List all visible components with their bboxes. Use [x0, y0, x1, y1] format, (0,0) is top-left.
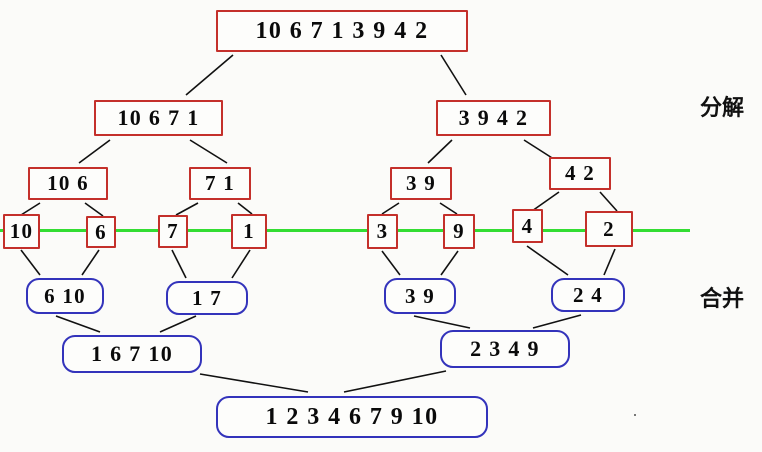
- split-node-s0: 10 6 7 1 3 9 4 2: [216, 10, 468, 52]
- tree-edge: [440, 250, 459, 276]
- split-node-s10: 1: [231, 214, 267, 249]
- tree-edge: [427, 139, 453, 164]
- tree-edge: [78, 139, 111, 164]
- divider-line: [0, 229, 690, 232]
- merge-node-m4: 2 4: [551, 278, 625, 312]
- tree-edge: [599, 191, 618, 212]
- label-merge: 合并: [700, 287, 745, 312]
- tree-edge: [81, 249, 100, 276]
- merge-node-m5: 1 6 7 10: [62, 335, 202, 373]
- merge-node-m2: 1 7: [166, 281, 248, 315]
- split-node-s9: 7: [158, 215, 188, 248]
- split-node-s14: 2: [585, 211, 633, 247]
- tree-edge: [199, 373, 309, 393]
- tree-edge: [439, 202, 458, 215]
- tree-edge: [343, 370, 447, 393]
- tree-edge: [381, 202, 400, 215]
- tree-edge: [381, 250, 401, 276]
- split-node-s3: 10 6: [28, 167, 108, 200]
- merge-node-m1: 6 10: [26, 278, 104, 314]
- tree-edge: [20, 249, 41, 276]
- split-node-s12: 9: [443, 214, 475, 249]
- tree-edge: [189, 139, 228, 164]
- tree-edge: [237, 202, 253, 215]
- tree-edge: [20, 202, 41, 216]
- tree-edge: [440, 54, 467, 96]
- tree-edge: [531, 191, 560, 212]
- split-node-s5: 3 9: [390, 167, 452, 200]
- merge-node-m3: 3 9: [384, 278, 456, 314]
- tree-edge: [526, 245, 569, 276]
- label-decompose: 分解: [700, 96, 745, 121]
- split-node-s7: 10: [3, 214, 40, 249]
- split-node-s4: 7 1: [189, 167, 251, 200]
- merge-node-m7: 1 2 3 4 6 7 9 10: [216, 396, 488, 438]
- tree-edge: [171, 249, 187, 279]
- stray-dot: [634, 414, 636, 416]
- split-node-s6: 4 2: [549, 157, 611, 190]
- tree-edge: [175, 202, 199, 216]
- tree-edge: [413, 315, 471, 329]
- tree-edge: [532, 314, 582, 329]
- tree-edge: [185, 54, 234, 96]
- tree-edge: [231, 249, 251, 279]
- tree-edge: [55, 315, 101, 333]
- merge-node-m6: 2 3 4 9: [440, 330, 570, 368]
- split-node-s2: 3 9 4 2: [436, 100, 551, 136]
- split-node-s1: 10 6 7 1: [94, 100, 223, 136]
- split-node-s13: 4: [512, 209, 543, 243]
- tree-edge: [159, 315, 197, 333]
- tree-edge: [84, 202, 104, 217]
- split-node-s11: 3: [367, 214, 398, 249]
- tree-edge: [603, 248, 616, 276]
- split-node-s8: 6: [86, 216, 116, 248]
